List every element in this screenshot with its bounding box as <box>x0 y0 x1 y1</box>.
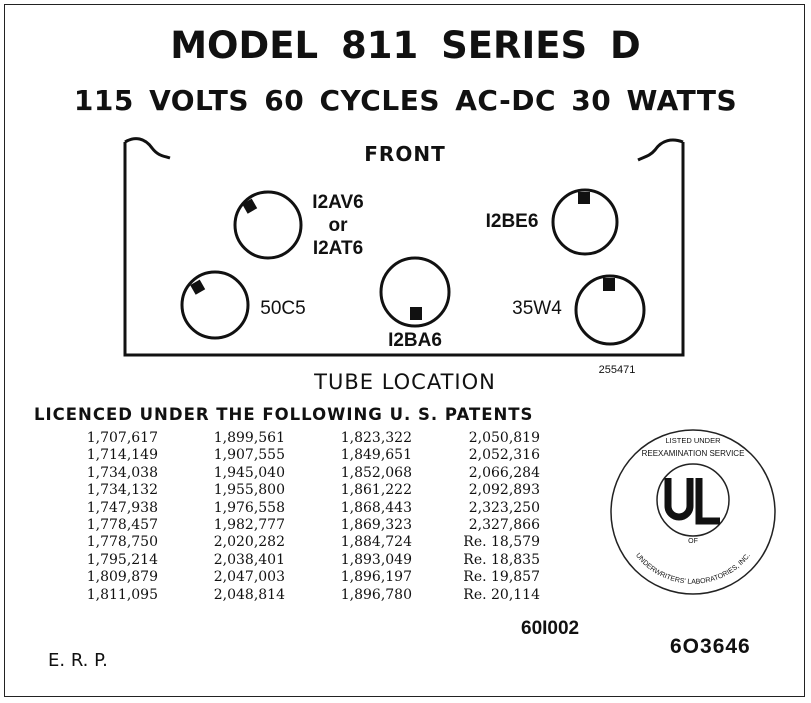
front-label: FRONT <box>364 142 445 166</box>
patent-number: 1,778,457 <box>86 517 158 534</box>
patent-number: Re. 18,835 <box>463 551 540 568</box>
patent-number: 1,907,555 <box>213 447 285 464</box>
patent-number: 2,066,284 <box>468 464 540 481</box>
patent-number: 2,038,401 <box>213 551 285 568</box>
patent-number: 1,778,750 <box>86 534 158 551</box>
key-notch <box>190 279 206 295</box>
tube-label-35w4: 35W4 <box>512 298 562 319</box>
patents-heading: LICENCED UNDER THE FOLLOWING U. S. PATEN… <box>34 405 534 424</box>
tube-label-12av6: I2AV6 <box>312 192 363 213</box>
tube-socket-12be6 <box>551 188 619 256</box>
patent-number: 1,809,879 <box>86 569 158 586</box>
electrical-rating: 115 VOLTS 60 CYCLES AC-DC 30 WATTS <box>73 84 738 117</box>
patent-number: 1,899,561 <box>213 430 285 446</box>
patent-number: 1,734,038 <box>86 464 158 481</box>
model-title: MODEL 811 SERIES D <box>170 24 641 67</box>
key-notch <box>603 278 615 291</box>
patent-number: 1,884,724 <box>340 534 412 551</box>
tube-label-50c5: 50C5 <box>260 298 305 319</box>
tube-label-12at6: I2AT6 <box>313 238 363 259</box>
patent-number: Re. 20,114 <box>463 586 540 603</box>
patent-number: 2,047,003 <box>213 569 285 586</box>
tube-label-12ba6: I2BA6 <box>388 330 442 351</box>
chassis-outline <box>123 142 685 357</box>
key-notch <box>578 192 590 204</box>
patent-number: 1,945,040 <box>213 464 285 481</box>
seal-of: OF <box>688 538 698 545</box>
ul-logo <box>664 478 720 525</box>
seal-reexamination-service: REEXAMINATION SERVICE <box>641 449 745 458</box>
label-border <box>4 4 805 697</box>
key-notch <box>410 307 422 320</box>
patent-number: 1,896,780 <box>340 586 412 603</box>
patent-number: 1,868,443 <box>340 499 412 516</box>
patent-number: 1,823,322 <box>340 430 412 446</box>
patent-number: 2,052,316 <box>468 447 540 464</box>
patent-number: 1,955,800 <box>213 482 285 499</box>
part-number: 255471 <box>599 364 636 376</box>
patent-number: 1,976,558 <box>213 499 285 516</box>
patent-number: 1,861,222 <box>340 482 412 499</box>
patent-number: 2,327,866 <box>468 517 540 534</box>
patent-number: 1,982,777 <box>213 517 285 534</box>
tube-socket-50c5 <box>180 270 250 340</box>
seal-inner-ring <box>656 463 730 537</box>
patent-number: 1,852,068 <box>340 464 412 481</box>
patent-number: 2,020,282 <box>213 534 285 551</box>
key-notch <box>242 198 258 214</box>
patent-number: 1,734,132 <box>86 482 158 499</box>
patent-number: 1,811,095 <box>86 586 158 603</box>
tube-socket-35w4 <box>574 274 646 346</box>
patent-number: 1,714,149 <box>86 447 158 464</box>
patent-number: 1,747,938 <box>86 499 158 516</box>
patent-number: Re. 18,579 <box>463 534 540 551</box>
seal-listed-under: LISTED UNDER <box>665 436 721 445</box>
patent-number: 1,849,651 <box>340 447 412 464</box>
patent-number: 2,048,814 <box>213 586 285 603</box>
patent-number: 2,050,819 <box>468 430 540 446</box>
seal-outer-ring <box>610 429 776 595</box>
patent-number: 2,323,250 <box>468 499 540 516</box>
patent-number: 1,707,617 <box>86 430 158 446</box>
patent-number: 1,869,323 <box>340 517 412 534</box>
code-60i002: 60I002 <box>521 618 580 639</box>
patent-number: 1,795,214 <box>86 551 158 568</box>
tube-label-or: or <box>329 215 349 236</box>
left-hook <box>124 137 171 160</box>
seal-bottom-text: UNDERWRITERS' LABORATORIES, INC. <box>634 552 752 586</box>
patent-number: 1,893,049 <box>340 551 412 568</box>
initials: E. R. P. <box>48 650 108 671</box>
patent-number: 2,092,893 <box>468 482 540 499</box>
patent-number: Re. 19,857 <box>463 569 540 586</box>
tube-socket-12ba6 <box>379 256 451 328</box>
tube-socket-12av6 <box>233 190 303 260</box>
patent-number: 1,896,197 <box>340 569 412 586</box>
tube-label-12be6: I2BE6 <box>486 211 539 232</box>
tube-location-label: TUBE LOCATION <box>313 370 496 394</box>
right-hook <box>637 138 684 162</box>
code-603646: 6O3646 <box>670 635 751 658</box>
